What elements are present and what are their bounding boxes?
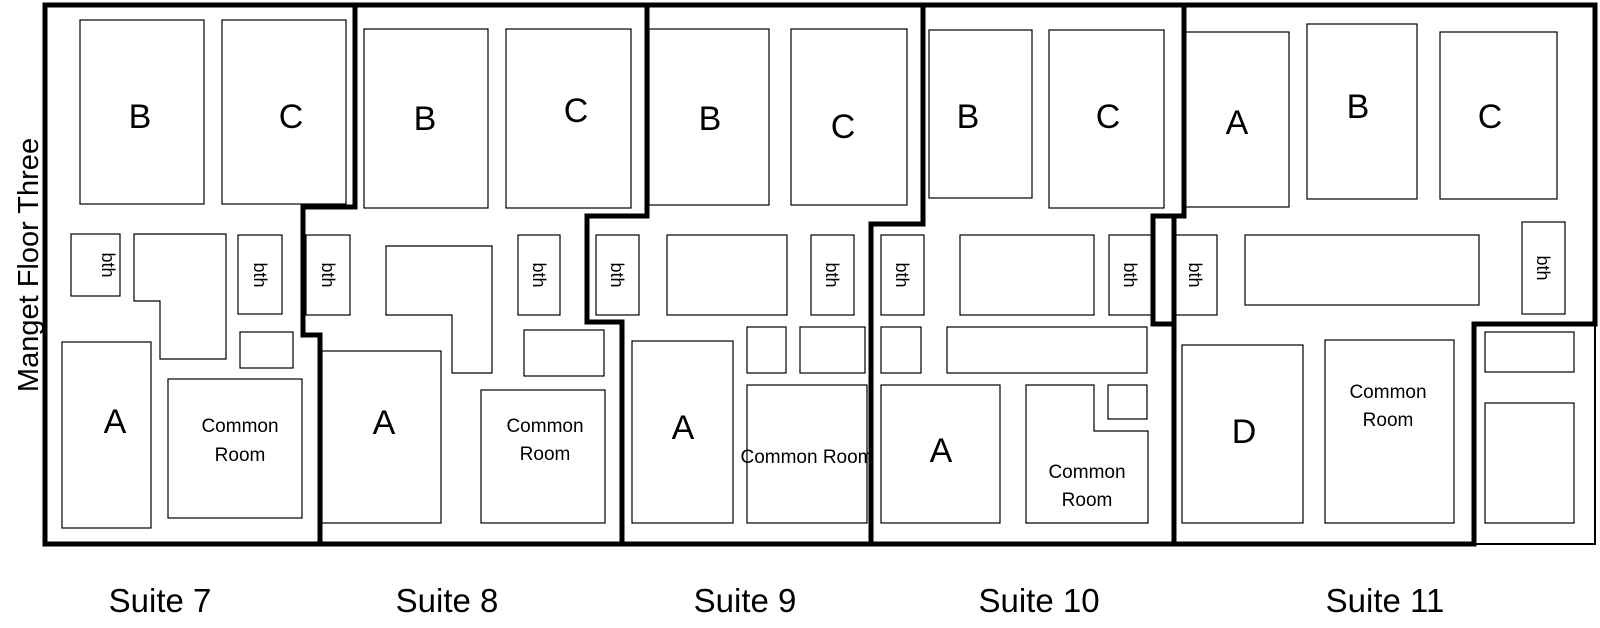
s10-label-b: B bbox=[957, 98, 980, 136]
s10-label-a: A bbox=[930, 432, 953, 470]
s8-label-common-2: Room bbox=[520, 444, 571, 465]
suite-9: B C bth bth A Common Room bbox=[595, 28, 908, 524]
s10-bath-2[interactable] bbox=[1108, 234, 1153, 316]
s11-room-c[interactable] bbox=[1439, 31, 1558, 200]
s10-label-common-2: Room bbox=[1062, 490, 1113, 511]
wall-suite9-outline bbox=[619, 2, 926, 547]
s11-room-d[interactable] bbox=[1181, 344, 1304, 524]
s10-bath-1[interactable] bbox=[880, 234, 925, 316]
suite-11: A B C bth bth D Common Room bbox=[1173, 23, 1575, 524]
s9-room-b[interactable] bbox=[648, 28, 770, 206]
s10-room-b[interactable] bbox=[928, 29, 1033, 199]
s8-room-b[interactable] bbox=[363, 28, 489, 209]
s9-label-a: A bbox=[672, 409, 695, 447]
wall-suite11-bottom bbox=[1171, 2, 1598, 547]
s8-label-b: B bbox=[414, 100, 437, 138]
s7-storage[interactable] bbox=[239, 331, 294, 369]
s9-label-c: C bbox=[831, 108, 856, 146]
wall-annex bbox=[1474, 324, 1596, 545]
s8-room-a[interactable] bbox=[321, 350, 442, 524]
s8-label-c: C bbox=[564, 92, 589, 130]
s7-bath-1[interactable] bbox=[70, 233, 121, 297]
s7-label-bath-1: bth bbox=[98, 252, 118, 277]
s7-label-b: B bbox=[129, 98, 152, 136]
s9-room-c[interactable] bbox=[790, 28, 908, 206]
s7-bath-2[interactable] bbox=[237, 234, 283, 315]
s10-common-room[interactable] bbox=[1025, 384, 1149, 524]
s11-label-a: A bbox=[1226, 104, 1249, 142]
s7-label-common-2: Room bbox=[215, 445, 266, 466]
s7-closet-l[interactable] bbox=[133, 233, 227, 360]
suite-label-8: Suite 8 bbox=[396, 582, 499, 619]
s7-label-c: C bbox=[279, 98, 304, 136]
s7-common-room[interactable] bbox=[167, 378, 303, 519]
s8-storage[interactable] bbox=[523, 329, 605, 377]
suite-label-7: Suite 7 bbox=[109, 582, 212, 619]
s9-closet[interactable] bbox=[666, 234, 788, 316]
floor-title: Manget Floor Three bbox=[13, 138, 45, 392]
s11-label-c: C bbox=[1478, 98, 1503, 136]
suite-8: B C bth bth A Common Room bbox=[305, 28, 632, 524]
s11-label-common-1: Common bbox=[1349, 382, 1426, 403]
s8-room-c[interactable] bbox=[505, 28, 632, 209]
s11-room-a[interactable] bbox=[1184, 31, 1290, 208]
wall-suite7-outline bbox=[42, 2, 358, 547]
suite-7: B C bth bth A Common Room bbox=[61, 19, 347, 529]
s10-storage-2[interactable] bbox=[946, 326, 1148, 374]
s10-room-c[interactable] bbox=[1048, 29, 1165, 209]
s11-label-b: B bbox=[1347, 88, 1370, 126]
wall-suite11-outline bbox=[1150, 213, 1177, 547]
s11-label-common-2: Room bbox=[1363, 410, 1414, 431]
suite-label-11: Suite 11 bbox=[1326, 582, 1445, 619]
s8-bath-2[interactable] bbox=[517, 234, 561, 316]
s11-label-d: D bbox=[1232, 413, 1257, 451]
s11-label-bath-1: bth bbox=[1185, 262, 1205, 287]
s7-room-c[interactable] bbox=[221, 19, 347, 205]
s9-label-bath-1: bth bbox=[607, 262, 627, 287]
s10-storage-1[interactable] bbox=[880, 326, 922, 374]
s8-bath-1[interactable] bbox=[305, 234, 351, 316]
s10-label-bath-2: bth bbox=[1120, 262, 1140, 287]
suite-walls bbox=[42, 2, 1598, 547]
s11-common-room[interactable] bbox=[1324, 339, 1455, 524]
s11-room-b[interactable] bbox=[1306, 23, 1418, 200]
s7-label-a: A bbox=[104, 403, 127, 441]
suite-label-9: Suite 9 bbox=[694, 582, 797, 619]
s9-storage-2[interactable] bbox=[799, 326, 866, 374]
s9-label-bath-2: bth bbox=[822, 262, 842, 287]
s9-label-common: Common Room bbox=[740, 447, 873, 468]
s9-storage-1[interactable] bbox=[746, 326, 787, 374]
s11-closet[interactable] bbox=[1244, 234, 1480, 306]
s10-closet[interactable] bbox=[959, 234, 1095, 316]
suite-10: B C bth bth A Common Room bbox=[880, 29, 1165, 524]
s10-label-bath-1: bth bbox=[892, 262, 912, 287]
s7-room-b[interactable] bbox=[79, 19, 205, 205]
s11-annex-storage[interactable] bbox=[1484, 331, 1575, 373]
s9-common-room[interactable] bbox=[746, 384, 868, 524]
s8-label-a: A bbox=[373, 404, 396, 442]
s7-label-common-1: Common bbox=[201, 416, 278, 437]
s9-label-b: B bbox=[699, 100, 722, 138]
s11-annex-room[interactable] bbox=[1484, 402, 1575, 524]
s8-label-bath-1: bth bbox=[318, 262, 338, 287]
s8-label-common-1: Common bbox=[506, 416, 583, 437]
s10-label-c: C bbox=[1096, 98, 1121, 136]
s9-bath-1[interactable] bbox=[595, 234, 640, 316]
s9-bath-2[interactable] bbox=[810, 234, 855, 316]
suite-label-10: Suite 10 bbox=[978, 582, 1099, 619]
s7-label-bath-2: bth bbox=[250, 262, 270, 287]
s8-common-room[interactable] bbox=[480, 389, 606, 524]
s10-storage-3[interactable] bbox=[1107, 384, 1148, 420]
s9-room-a[interactable] bbox=[631, 340, 734, 524]
s7-room-a[interactable] bbox=[61, 341, 152, 529]
s10-room-a[interactable] bbox=[880, 384, 1001, 524]
s11-bath-1[interactable] bbox=[1173, 234, 1218, 316]
s8-label-bath-2: bth bbox=[529, 262, 549, 287]
s11-bath-2[interactable] bbox=[1521, 221, 1566, 315]
s8-closet-l[interactable] bbox=[385, 245, 493, 374]
s10-label-common-1: Common bbox=[1048, 462, 1125, 483]
s11-label-bath-2: bth bbox=[1533, 255, 1553, 280]
